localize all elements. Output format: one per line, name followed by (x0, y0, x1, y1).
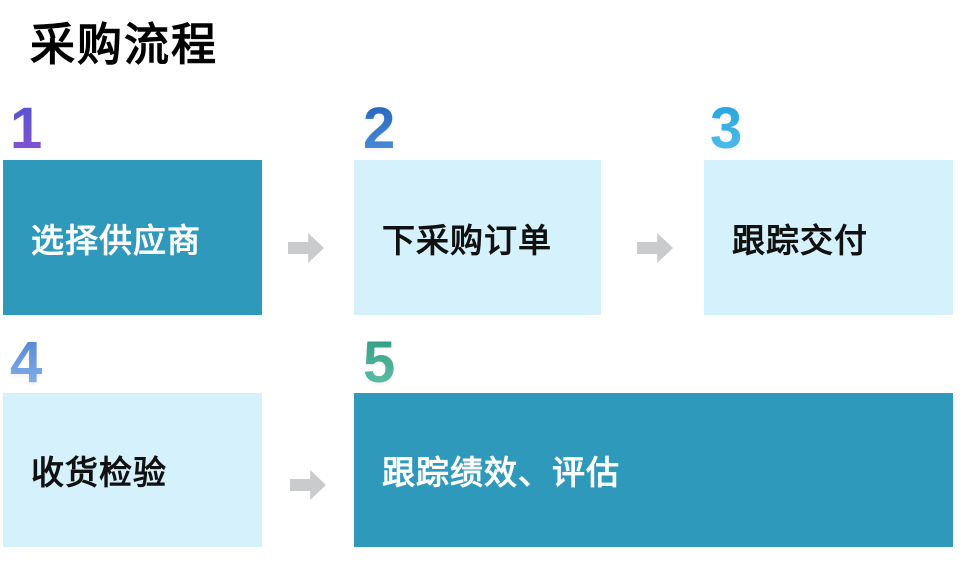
step-5-label: 跟踪绩效、评估 (382, 454, 620, 491)
step-1-label: 选择供应商 (31, 221, 201, 259)
step-1-number: 1 (10, 96, 43, 161)
step-4-label: 收货检验 (31, 454, 167, 491)
step-2-number: 2 (363, 96, 396, 161)
step-3-number: 3 (710, 96, 743, 161)
step-5-box: 跟踪绩效、评估 (354, 393, 953, 547)
step-3-box: 跟踪交付 (704, 160, 953, 315)
page-title: 采购流程 (30, 19, 219, 70)
arrow-right-icon (637, 233, 673, 263)
step-1-box: 选择供应商 (3, 160, 262, 315)
step-3-label: 跟踪交付 (732, 221, 868, 259)
step-4-number: 4 (10, 330, 43, 395)
step-4-box: 收货检验 (3, 393, 262, 547)
step-2-label: 下采购订单 (382, 221, 552, 259)
arrow-right-icon (290, 470, 326, 500)
arrow-right-icon (288, 233, 324, 263)
step-5-number: 5 (363, 330, 396, 395)
step-2-box: 下采购订单 (354, 160, 601, 315)
